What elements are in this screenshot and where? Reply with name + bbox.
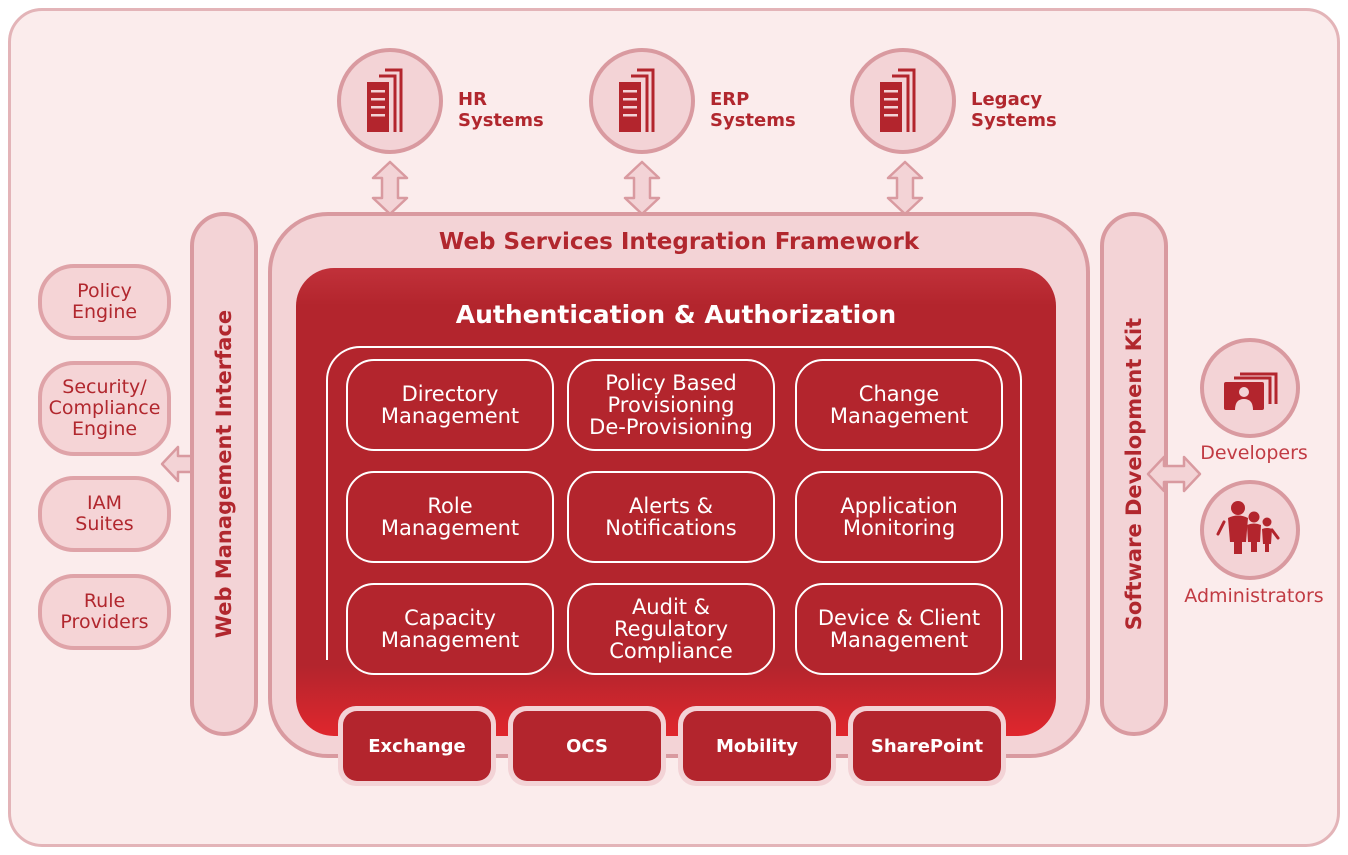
platform-exchange-label: Exchange <box>343 711 491 781</box>
double-arrow-vertical-icon <box>886 160 924 216</box>
module-application-monitoring: Application Monitoring <box>795 471 1003 563</box>
module-policy-based-provisioning: Policy Based Provisioning De-Provisionin… <box>567 359 775 451</box>
server-stack-icon <box>367 68 403 132</box>
double-arrow-vertical-icon <box>623 160 661 216</box>
administrators-circle <box>1200 480 1300 580</box>
software-development-kit-label: Software Development Kit <box>1122 317 1146 631</box>
double-arrow-vertical-icon <box>371 160 409 216</box>
platform-mobility: Mobility <box>678 706 836 786</box>
iam-suites-pill: IAM Suites <box>38 476 171 552</box>
modules-outline <box>326 346 1022 660</box>
module-alerts-notifications: Alerts & Notifications <box>567 471 775 563</box>
module-device-client-management: Device & Client Management <box>795 583 1003 675</box>
legacy-systems-label: Legacy Systems <box>971 89 1057 131</box>
hr-systems-label: HR Systems <box>458 89 544 131</box>
server-stack-icon <box>619 68 655 132</box>
module-directory-management: Directory Management <box>346 359 554 451</box>
platform-sharepoint-label: SharePoint <box>853 711 1001 781</box>
framework-title: Web Services Integration Framework <box>438 229 920 255</box>
erp-systems-circle <box>589 48 695 154</box>
rule-providers-pill: Rule Providers <box>38 574 171 650</box>
web-management-interface-bar: Web Management Interface <box>190 212 258 736</box>
developer-icon <box>1224 372 1278 410</box>
security-compliance-engine-pill: Security/ Compliance Engine <box>38 361 171 456</box>
module-capacity-management: Capacity Management <box>346 583 554 675</box>
platform-exchange: Exchange <box>338 706 496 786</box>
erp-systems-label: ERP Systems <box>710 89 796 131</box>
module-audit-regulatory-compliance: Audit & Regulatory Compliance <box>567 583 775 675</box>
module-change-management: Change Management <box>795 359 1003 451</box>
people-group-icon <box>1216 501 1280 554</box>
developers-label: Developers <box>1200 442 1308 464</box>
double-arrow-horizontal-icon <box>1146 455 1202 493</box>
web-management-interface-label: Web Management Interface <box>212 309 236 639</box>
auth-title: Authentication & Authorization <box>455 300 897 329</box>
hr-systems-circle <box>337 48 443 154</box>
platform-ocs-label: OCS <box>513 711 661 781</box>
administrators-label: Administrators <box>1184 585 1324 607</box>
developers-circle <box>1200 338 1300 438</box>
platform-mobility-label: Mobility <box>683 711 831 781</box>
legacy-systems-circle <box>850 48 956 154</box>
server-stack-icon <box>880 68 916 132</box>
policy-engine-pill: Policy Engine <box>38 264 171 340</box>
module-role-management: Role Management <box>346 471 554 563</box>
platform-sharepoint: SharePoint <box>848 706 1006 786</box>
platform-ocs: OCS <box>508 706 666 786</box>
